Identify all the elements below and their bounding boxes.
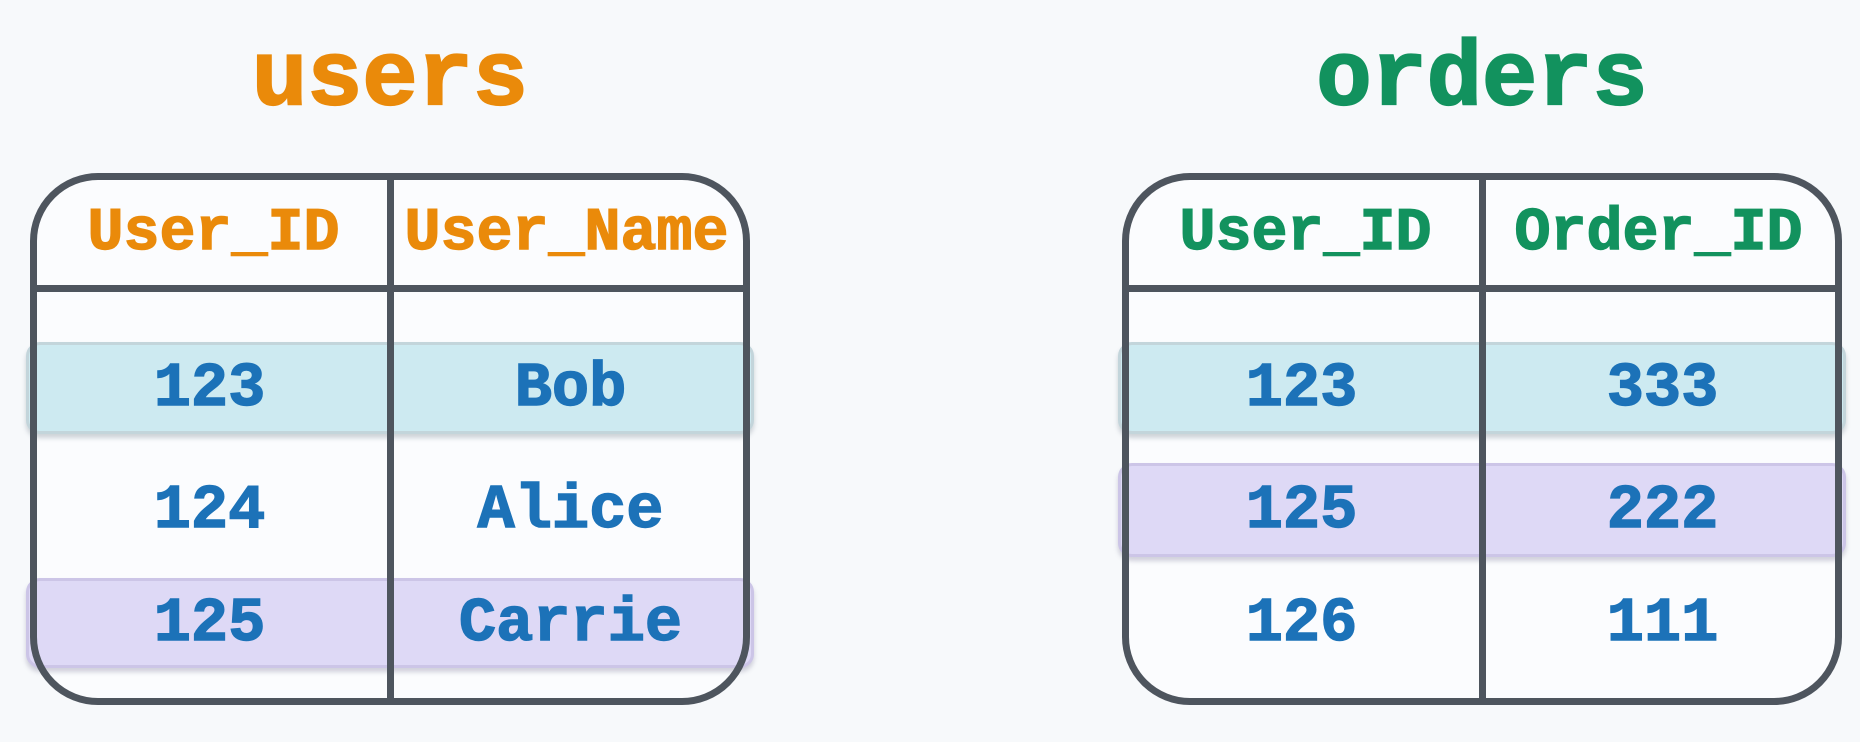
orders-table-title: orders	[1315, 27, 1648, 132]
orders-table: 123 333 125 222 126 111 User_ID Order_ID	[1118, 173, 1846, 705]
users-table-title: users	[251, 27, 529, 132]
orders-cell-user-id-123: 123	[1245, 352, 1358, 424]
users-header-user-name: User_Name	[404, 199, 729, 268]
orders-table-group: orders 123 333 125 222 126 111 User_ID O…	[1118, 27, 1846, 705]
users-table: 123 Bob 124 Alice 125 Carrie User_ID Use…	[26, 173, 754, 705]
users-cell-user-id-124: 124	[153, 474, 266, 546]
orders-cell-user-id-125: 125	[1245, 474, 1358, 546]
users-cell-name-carrie: Carrie	[458, 587, 683, 659]
orders-row-111: 126 111	[1118, 578, 1846, 668]
orders-cell-user-id-126: 126	[1245, 587, 1358, 659]
users-table-group: users 123 Bob 124 Alice 125 Carrie User_…	[26, 27, 754, 705]
users-cell-user-id-125: 125	[153, 587, 266, 659]
orders-header-row: User_ID Order_ID	[1129, 180, 1835, 288]
users-header-user-id: User_ID	[87, 199, 340, 268]
orders-header-order-id: Order_ID	[1514, 199, 1803, 268]
users-header-row: User_ID User_Name	[37, 180, 743, 288]
users-cell-name-alice: Alice	[477, 474, 664, 546]
users-cell-user-id-123: 123	[153, 352, 266, 424]
orders-cell-order-id-111: 111	[1606, 587, 1719, 659]
orders-header-user-id: User_ID	[1179, 199, 1432, 268]
orders-cell-order-id-222: 222	[1606, 474, 1719, 546]
users-row-alice: 124 Alice	[26, 463, 754, 557]
users-column-divider-line	[386, 173, 394, 705]
orders-cell-order-id-333: 333	[1606, 352, 1719, 424]
users-cell-name-bob: Bob	[514, 352, 627, 424]
orders-column-divider-line	[1478, 173, 1486, 705]
